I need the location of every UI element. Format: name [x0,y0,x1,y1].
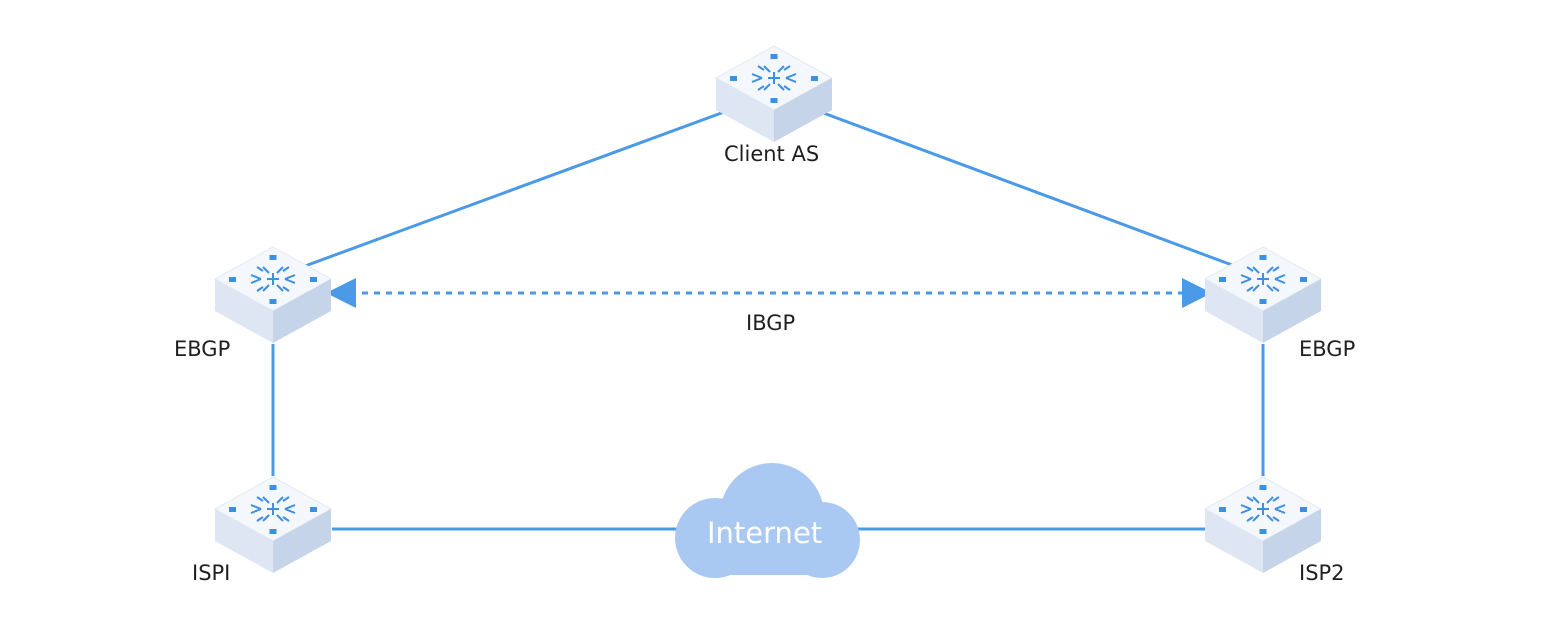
cloud-icon [675,463,860,578]
isp1-label: ISPI [192,561,231,585]
ebgp-left-label: EBGP [174,337,231,361]
isp1-device [214,476,332,574]
link-client-ebgp-right [809,106,1233,267]
isp2-label: ISP2 [1299,561,1345,585]
link-client-ebgp-left [304,106,736,268]
client-as-device [715,45,833,143]
isp2-device [1204,476,1322,574]
internet-label: Internet [707,516,823,550]
client-as-label: Client AS [724,142,820,166]
ebgp-right-label: EBGP [1299,337,1356,361]
links [271,106,1265,531]
ibgp-label: IBGP [746,311,796,335]
